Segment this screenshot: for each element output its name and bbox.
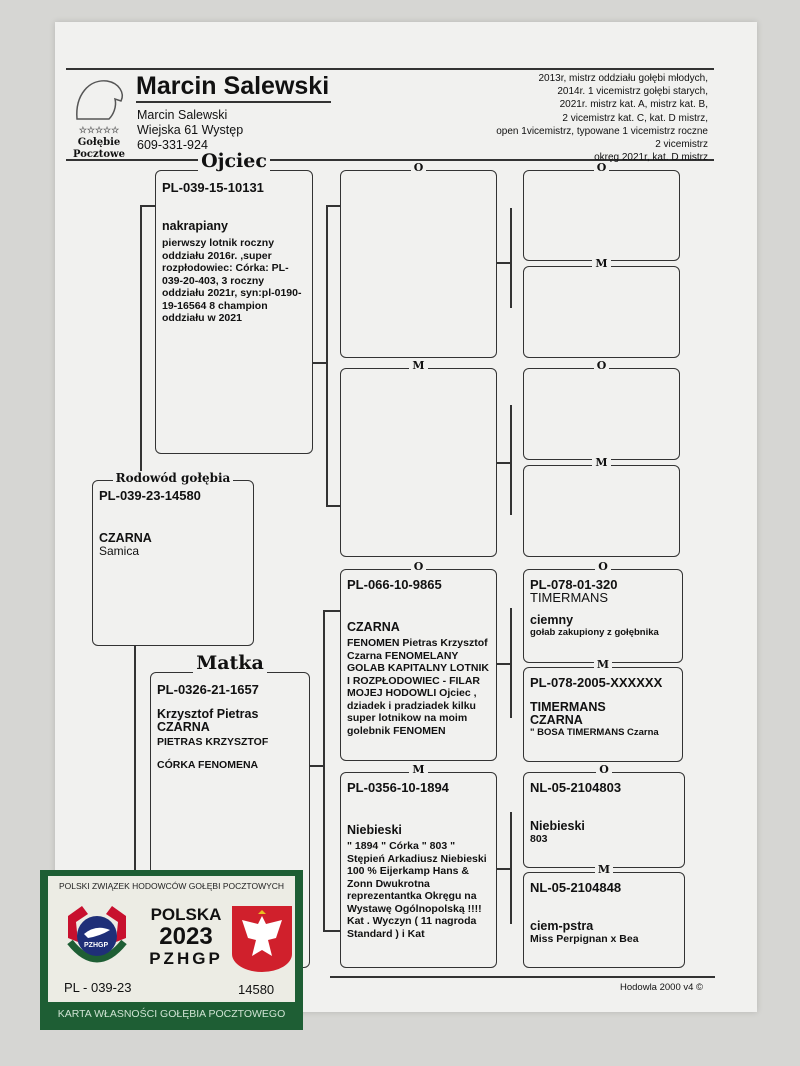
box-label: O — [595, 560, 611, 573]
box-label: Rodowód gołębia — [112, 471, 234, 485]
ancestor-box: M — [523, 257, 680, 358]
paternal-grandmother-box: M — [340, 359, 497, 557]
card-title: KARTA WŁASNOŚCI GOŁĘBIA POCZTOWEGO — [57, 1008, 286, 1020]
address: Wiejska 61 Występ — [137, 123, 244, 137]
box-label: O — [410, 560, 427, 573]
box-label: M — [593, 658, 613, 671]
box-label: O — [596, 763, 612, 776]
notes: 803 — [530, 833, 548, 845]
box-label: M — [409, 763, 428, 776]
breeder: Krzysztof Pietras — [157, 707, 259, 721]
father-box: Ojciec PL-039-15-10131 nakrapiany pierws… — [155, 150, 313, 454]
ring-number: PL-066-10-9865 — [347, 577, 442, 592]
maternal-grandfather-box: O PL-066-10-9865 CZARNA FENOMEN Pietras … — [340, 560, 497, 761]
ring-number: PL-039-23-14580 — [99, 488, 201, 503]
ownership-card: POLSKI ZWIĄZEK HODOWCÓW GOŁĘBI POCZTOWYC… — [40, 870, 303, 1030]
ring-number: NL-05-2104848 — [530, 880, 622, 895]
subject-box: Rodowód gołębia PL-039-23-14580 CZARNA S… — [92, 471, 254, 646]
achievement: 2014r. 1 vicemistrz gołębi starych, — [557, 86, 708, 98]
line: TIMERMANS — [530, 700, 606, 714]
notes: PIETRAS KRZYSZTOF — [157, 736, 269, 748]
achievement: 2 vicemistrz — [655, 139, 708, 151]
badge-text: PZHGP — [84, 942, 109, 949]
ancestor-box: M NL-05-2104848 ciem-pstra Miss Perpigna… — [523, 863, 685, 968]
box-label: M — [594, 863, 614, 876]
color: CZARNA — [157, 720, 210, 734]
card-ring-number: 14580 — [238, 982, 275, 997]
card-country: POLSKA — [150, 905, 222, 924]
card-abbr: PZHGP — [149, 949, 223, 968]
ring-number: PL-078-01-320 — [530, 577, 618, 592]
notes: CÓRKA FENOMENA — [157, 758, 259, 771]
box-label: Ojciec — [198, 150, 270, 172]
card-year: 2023 — [159, 923, 213, 950]
sex: Samica — [99, 544, 140, 558]
notes: FENOMEN Pietras Krzysztof Czarna FENOMEL… — [347, 637, 489, 737]
mother-box: Matka PL-0326-21-1657 Krzysztof Pietras … — [150, 652, 310, 968]
polish-eagle-icon — [232, 906, 292, 972]
footer-credit: Hodowla 2000 v4 © — [620, 982, 704, 993]
box-label: O — [593, 161, 610, 174]
ring-number: PL-0356-10-1894 — [347, 780, 449, 795]
notes: gołab zakupiony z gołębnika — [530, 627, 659, 638]
notes: pierwszy lotnik roczny oddziału 2016r. ,… — [162, 237, 302, 324]
maternal-grandmother-box: M PL-0356-10-1894 Niebieski " 1894 " Cór… — [340, 763, 497, 968]
line: TIMERMANS — [530, 590, 608, 605]
paternal-grandfather-box: O — [340, 161, 497, 358]
color: ciem-pstra — [530, 919, 594, 933]
card-org: POLSKI ZWIĄZEK HODOWCÓW GOŁĘBI POCZTOWYC… — [58, 881, 285, 891]
pzhgp-emblem-icon: PZHGP — [62, 898, 132, 968]
achievement: okręg 2021r, kat. D mistrz — [594, 152, 708, 164]
box-label: O — [593, 359, 610, 372]
color: CZARNA — [530, 713, 583, 727]
color: CZARNA — [99, 531, 152, 545]
pedigree-sheet — [55, 22, 757, 1012]
box-label: M — [409, 359, 428, 372]
logo: ☆☆☆☆☆ Gołębie Pocztowe — [66, 75, 132, 161]
color: Niebieski — [530, 819, 585, 833]
ancestor-box: O NL-05-2104803 Niebieski 803 — [523, 763, 685, 868]
ancestor-box: O — [523, 359, 680, 460]
stars-icon: ☆☆☆☆☆ — [78, 126, 120, 136]
ring-number: PL-039-15-10131 — [162, 180, 264, 195]
ancestor-box: O — [523, 161, 680, 261]
notes: Miss Perpignan x Bea — [530, 933, 639, 945]
achievement: open 1vicemistrz, typowane 1 vicemistrz … — [496, 125, 708, 137]
logo-text: Gołębie Pocztowe — [73, 137, 125, 160]
color: ciemny — [530, 613, 574, 627]
breeder-contact: Marcin Salewski Wiejska 61 Występ 609-33… — [137, 108, 243, 153]
achievement: 2013r, mistrz oddziału gołębi młodych, — [538, 73, 708, 84]
card-ring-prefix: PL - 039-23 — [64, 980, 132, 995]
ancestor-box: M — [523, 456, 680, 557]
ring-number: PL-078-2005-XXXXXX — [530, 675, 663, 690]
notes: " BOSA TIMERMANS Czarna — [530, 727, 659, 738]
box-label: O — [410, 161, 427, 174]
color: CZARNA — [347, 620, 400, 634]
ring-number: NL-05-2104803 — [530, 780, 622, 795]
pigeon-head-icon — [76, 80, 123, 120]
box-label: Matka — [193, 652, 267, 674]
box-label: M — [592, 257, 611, 270]
color: nakrapiany — [162, 219, 229, 233]
breeder-name: Marcin Salewski — [136, 72, 332, 103]
ancestor-box: M PL-078-2005-XXXXXX TIMERMANS CZARNA " … — [523, 658, 683, 762]
ancestor-box: O PL-078-01-320 TIMERMANS ciemny gołab z… — [523, 560, 683, 663]
contact-name: Marcin Salewski — [137, 108, 228, 122]
color: Niebieski — [347, 823, 402, 837]
achievement: 2 vicemistrz kat. C, kat. D mistrz, — [562, 112, 708, 124]
box-label: M — [592, 456, 611, 469]
notes: " 1894 " Córka " 803 " Stępień Arkadiusz… — [347, 840, 487, 940]
phone: 609-331-924 — [137, 138, 208, 152]
achievement: 2021r. mistrz kat. A, mistrz kat. B, — [559, 99, 708, 111]
achievements: 2013r, mistrz oddziału gołębi młodych, 2… — [448, 72, 708, 164]
ring-number: PL-0326-21-1657 — [157, 682, 259, 697]
